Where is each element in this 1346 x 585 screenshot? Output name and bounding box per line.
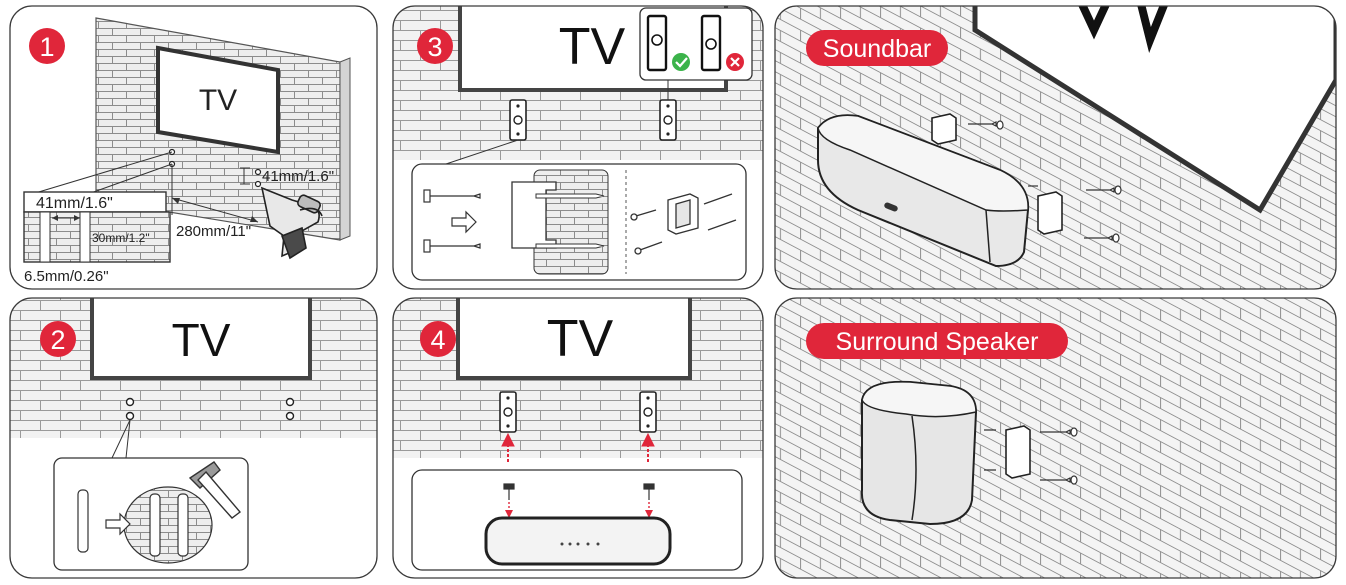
- panel-step-1: TV 280mm/11" 41mm/1.6": [9, 5, 378, 290]
- tv-label: TV: [172, 314, 231, 366]
- section-tag: [806, 323, 1068, 359]
- drill-hole: [285, 397, 295, 407]
- orientation-callout: [639, 7, 753, 81]
- drill-hole: [125, 411, 135, 421]
- dim-width-label: 280mm/11": [176, 223, 251, 240]
- panel-soundbar: Soundbar: [774, 5, 1337, 290]
- panel-step-4: TV: [392, 297, 764, 579]
- step-badge: [40, 321, 76, 357]
- tv-label: TV: [547, 310, 614, 368]
- panel-border: [774, 297, 1337, 579]
- step-badge-number: 2: [50, 325, 65, 355]
- drill-hole: [125, 397, 135, 407]
- step-badge: [29, 28, 65, 64]
- wall-bracket: [499, 391, 517, 433]
- dim-vertical-label: 30mm/1.2": [92, 231, 150, 245]
- mount-bracket: [931, 113, 1063, 235]
- soundbar-back-view: [484, 516, 672, 566]
- step-badge-number: 4: [430, 325, 445, 355]
- panel-surround-speaker: Surround Speaker: [774, 297, 1337, 579]
- bracket-incorrect: [700, 14, 722, 72]
- section-tag-label: Soundbar: [823, 35, 931, 63]
- tv-screen: [90, 298, 312, 380]
- wall-bracket: [509, 99, 527, 141]
- wall-bracket: [659, 99, 677, 141]
- panel-step-3: TV: [392, 5, 764, 290]
- panel-border: [392, 5, 764, 290]
- tv-screen: [972, 6, 1336, 214]
- dim-spacing-label: 41mm/1.6": [36, 195, 113, 212]
- section-tag: [806, 30, 948, 66]
- tv-screen: [456, 298, 692, 380]
- panel-border: [392, 297, 764, 579]
- arrow-up-icon: [501, 432, 655, 462]
- power-drill-icon: [260, 186, 323, 260]
- panel-border: [774, 5, 1337, 290]
- screw-icon: [423, 189, 481, 253]
- screw-icon: [968, 120, 1122, 243]
- tv-label: TV: [199, 84, 237, 117]
- step-badge-number: 1: [39, 32, 54, 62]
- tv-logo-partial: [1076, 6, 1170, 53]
- tv-screen: [156, 45, 280, 155]
- panel-border: [9, 297, 378, 579]
- dim-depth-label: 41mm/1.6": [262, 168, 334, 185]
- surround-speaker-device: [860, 380, 978, 526]
- mount-bracket: [1005, 425, 1031, 479]
- arrow-right-icon: [105, 512, 131, 536]
- soundbar-device: [817, 114, 1030, 268]
- bracket-kit-icon: [630, 193, 737, 255]
- panel-step-2: TV 2: [9, 297, 378, 579]
- check-icon: [672, 53, 690, 71]
- panel-border: [9, 5, 378, 290]
- step-badge: [420, 321, 456, 357]
- step-badge-number: 3: [427, 32, 442, 62]
- step-badge: [417, 28, 453, 64]
- hammer-icon: [188, 461, 242, 519]
- dim-drill-label: 6.5mm/0.26": [24, 268, 109, 285]
- tv-label: TV: [559, 18, 626, 76]
- bracket-correct: [646, 14, 668, 72]
- screw-icon: [984, 427, 1078, 485]
- wall-anchor-icon: [77, 489, 189, 557]
- indicator-lights: [560, 542, 600, 546]
- wall-bracket: [639, 391, 657, 433]
- screw-icon: [503, 483, 655, 500]
- section-tag-label: Surround Speaker: [836, 328, 1039, 356]
- drill-hole: [254, 180, 262, 188]
- drill-hole: [254, 168, 262, 176]
- drill-hole: [285, 411, 295, 421]
- arrow-right-icon: [451, 210, 477, 234]
